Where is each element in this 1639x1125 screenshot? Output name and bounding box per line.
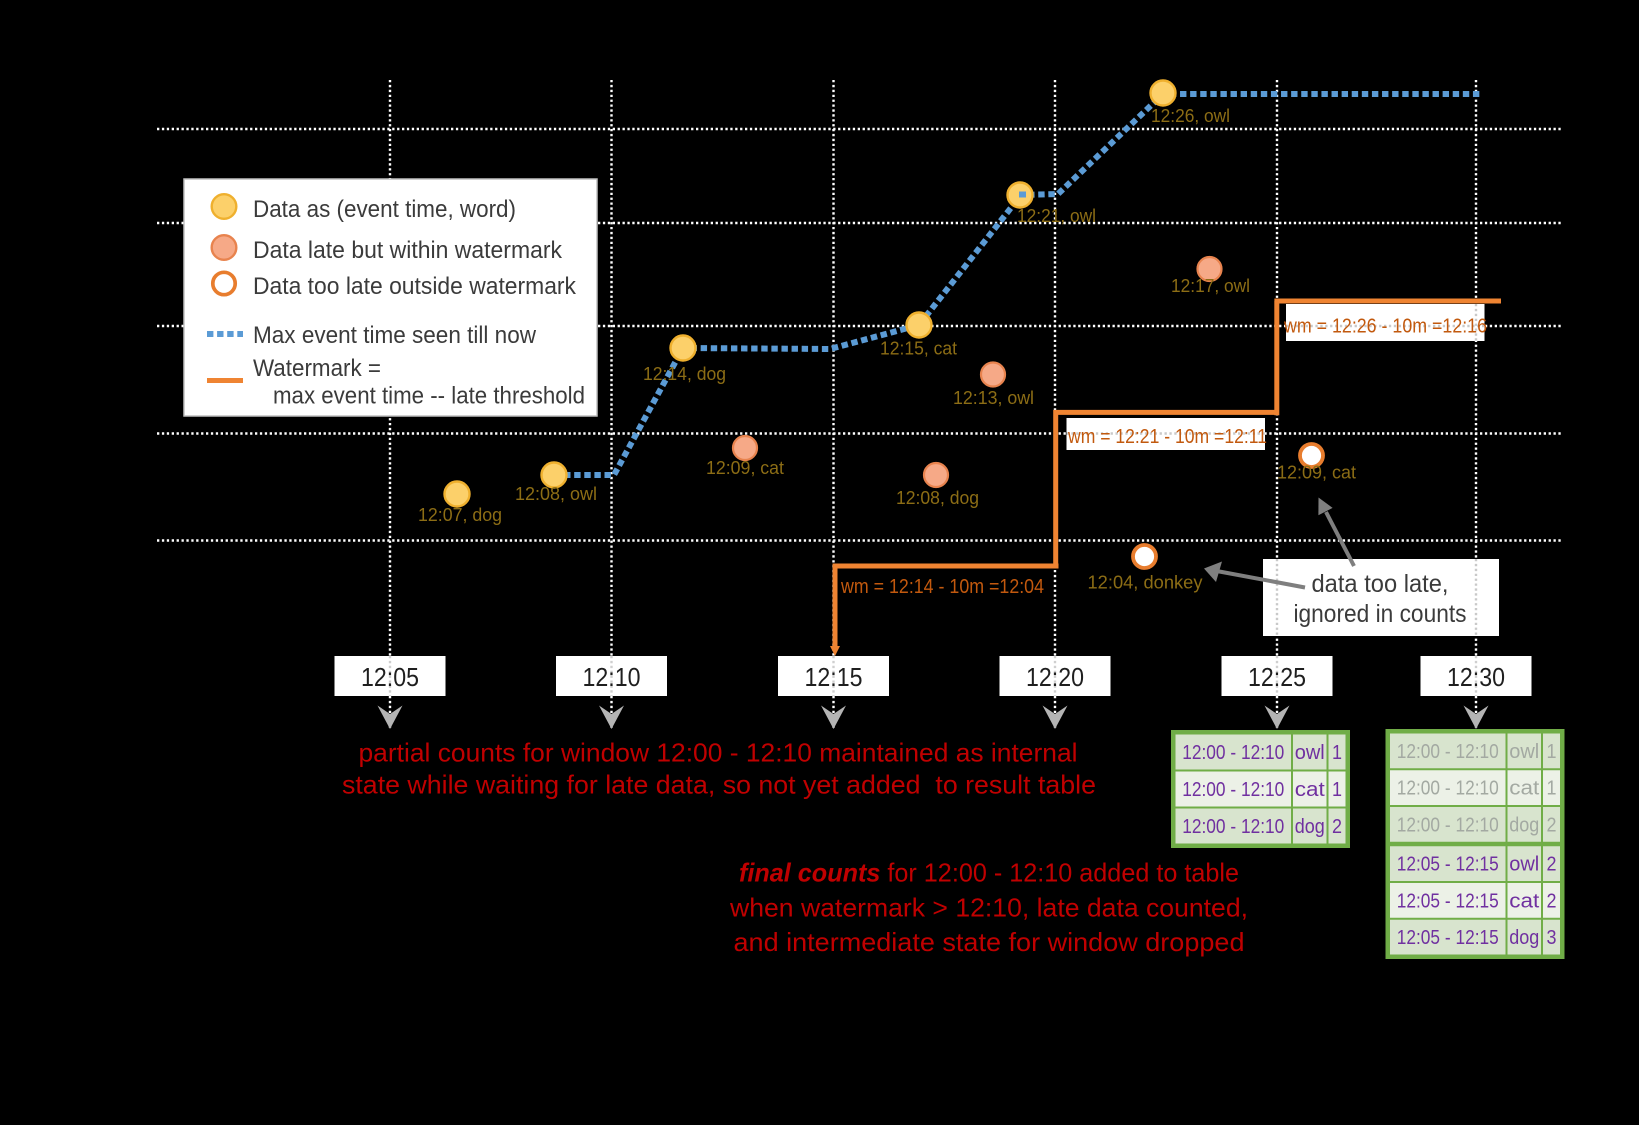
svg-text:12:08, dog: 12:08, dog — [896, 488, 979, 508]
svg-text:state while waiting for late d: state while waiting for late data, so no… — [342, 770, 1096, 800]
svg-text:dog: dog — [1295, 816, 1325, 838]
svg-text:owl: owl — [1509, 741, 1539, 763]
svg-text:12:00 - 12:10: 12:00 - 12:10 — [1182, 742, 1284, 764]
svg-text:2: 2 — [1332, 816, 1342, 838]
svg-text:2: 2 — [1547, 890, 1557, 912]
svg-text:12:05 - 12:15: 12:05 - 12:15 — [1397, 927, 1499, 949]
svg-text:12:09, cat: 12:09, cat — [706, 458, 784, 478]
svg-text:12:13, owl: 12:13, owl — [953, 388, 1034, 408]
svg-text:12:20: 12:20 — [1026, 662, 1084, 692]
svg-text:cat: cat — [1509, 890, 1539, 912]
svg-text:2: 2 — [1547, 814, 1557, 836]
svg-text:12:00 - 12:10: 12:00 - 12:10 — [1397, 741, 1499, 763]
svg-text:12:21, owl: 12:21, owl — [1017, 206, 1096, 226]
svg-text:3: 3 — [1547, 927, 1557, 949]
svg-text:1: 1 — [1547, 741, 1557, 763]
svg-text:12:00 - 12:10: 12:00 - 12:10 — [1182, 779, 1284, 801]
svg-text:Data late but within watermark: Data late but within watermark — [253, 237, 563, 264]
svg-text:final counts for 12:00 - 12:10: final counts for 12:00 - 12:10 added to … — [739, 858, 1239, 888]
svg-text:Data as (event time, word): Data as (event time, word) — [253, 196, 516, 223]
svg-text:12:04, donkey: 12:04, donkey — [1088, 573, 1203, 593]
svg-text:when watermark > 12:10, late d: when watermark > 12:10, late data counte… — [729, 893, 1248, 923]
svg-text:12:30: 12:30 — [1447, 662, 1505, 692]
svg-text:12:08, owl: 12:08, owl — [515, 484, 597, 504]
svg-text:12:25: 12:25 — [1248, 662, 1306, 692]
svg-text:12:26, owl: 12:26, owl — [1151, 106, 1230, 126]
svg-text:1: 1 — [1332, 779, 1342, 801]
svg-text:2: 2 — [1547, 854, 1557, 876]
svg-text:12:05 - 12:15: 12:05 - 12:15 — [1397, 854, 1499, 876]
svg-text:12:00 - 12:10: 12:00 - 12:10 — [1397, 814, 1499, 836]
svg-text:partial counts for window 12:0: partial counts for window 12:00 - 12:10 … — [359, 738, 1078, 768]
svg-text:ignored in counts: ignored in counts — [1294, 600, 1467, 628]
svg-text:12:15, cat: 12:15, cat — [880, 339, 957, 359]
svg-text:12:10: 12:10 — [583, 662, 641, 692]
svg-text:12:07, dog: 12:07, dog — [418, 505, 502, 525]
svg-text:12:17, owl: 12:17, owl — [1171, 276, 1250, 296]
svg-text:1: 1 — [1332, 742, 1342, 764]
svg-text:cat: cat — [1509, 778, 1539, 800]
svg-text:wm = 12:26 - 10m =12:16: wm = 12:26 - 10m =12:16 — [1283, 315, 1487, 338]
svg-text:owl: owl — [1509, 854, 1539, 876]
svg-text:12:00 - 12:10: 12:00 - 12:10 — [1397, 778, 1499, 800]
svg-text:12:14, dog: 12:14, dog — [643, 364, 726, 384]
svg-text:12:09, cat: 12:09, cat — [1277, 463, 1356, 483]
svg-text:12:05 - 12:15: 12:05 - 12:15 — [1397, 890, 1499, 912]
svg-text:Watermark =: Watermark = — [253, 355, 381, 382]
svg-text:wm = 12:14 - 10m =12:04: wm = 12:14 - 10m =12:04 — [840, 575, 1044, 598]
svg-text:12:00 - 12:10: 12:00 - 12:10 — [1182, 816, 1284, 838]
svg-text:Max event time seen till now: Max event time seen till now — [253, 322, 537, 349]
svg-text:dog: dog — [1509, 927, 1539, 949]
svg-text:max event time -- late thresho: max event time -- late threshold — [273, 383, 585, 410]
svg-text:dog: dog — [1509, 814, 1539, 836]
svg-text:1: 1 — [1547, 778, 1557, 800]
svg-text:12:15: 12:15 — [805, 662, 863, 692]
svg-text:Data too late outside watermar: Data too late outside watermark — [253, 273, 577, 300]
svg-text:and intermediate state for win: and intermediate state for window droppe… — [734, 927, 1245, 957]
svg-text:data too late,: data too late, — [1312, 570, 1449, 598]
svg-text:wm = 12:21 - 10m =12:11: wm = 12:21 - 10m =12:11 — [1067, 425, 1267, 448]
svg-text:cat: cat — [1295, 779, 1325, 801]
svg-text:12:05: 12:05 — [361, 662, 419, 692]
svg-text:owl: owl — [1295, 742, 1325, 764]
